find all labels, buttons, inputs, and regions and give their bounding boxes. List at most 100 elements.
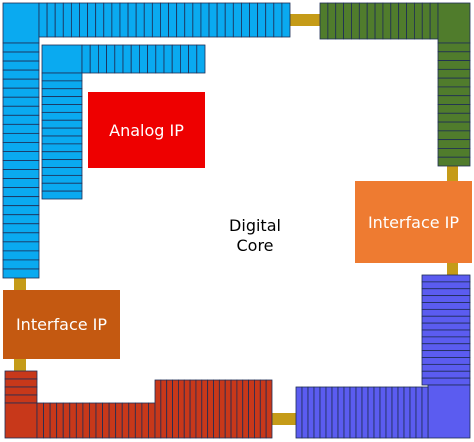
interface-ip-left-block (3, 290, 120, 359)
io-cell (358, 2, 368, 40)
green-io-segment (319, 2, 471, 167)
io-cell (437, 121, 471, 132)
io-cell (111, 2, 121, 38)
io-cell (41, 104, 83, 113)
io-cell (2, 51, 40, 62)
io-cell (56, 402, 64, 439)
io-cell (2, 196, 40, 207)
io-cell (201, 379, 209, 439)
io-cell (106, 44, 116, 74)
io-cell (95, 2, 105, 38)
io-cell (172, 379, 179, 439)
io-cell (43, 402, 51, 439)
io-cell (2, 105, 40, 116)
io-cell (403, 386, 411, 439)
purple-io-segment (295, 274, 471, 439)
io-cell (409, 386, 417, 439)
io-cell (2, 87, 40, 98)
connector-right-upper (447, 166, 458, 182)
io-cell (163, 44, 173, 74)
io-cell (213, 379, 220, 439)
io-cell (4, 386, 38, 396)
io-cell (208, 2, 218, 38)
digital-core-line1: Digital (229, 216, 281, 235)
io-cell (154, 379, 162, 439)
io-cell (331, 386, 339, 439)
io-cell (307, 386, 315, 439)
blue-io-segment (2, 2, 291, 279)
io-cell (257, 2, 267, 38)
io-cell (41, 72, 83, 82)
io-cell (62, 402, 71, 439)
io-cell (160, 2, 169, 38)
io-cell (41, 96, 83, 105)
io-cell (183, 379, 191, 439)
io-corner-cell (437, 2, 471, 44)
io-cell (437, 104, 471, 114)
io-cell (195, 379, 203, 439)
io-cell (143, 2, 153, 38)
io-cell (184, 2, 194, 38)
io-cell (2, 232, 40, 243)
io-cell (2, 69, 40, 80)
red-io-segment (4, 370, 273, 439)
interface-ip-left: Interface IP (3, 290, 120, 359)
io-cell (301, 386, 309, 439)
io-cell (192, 2, 202, 38)
io-cell (160, 379, 168, 439)
io-corner-cell (41, 44, 83, 74)
io-cell (177, 379, 185, 439)
io-cell (2, 123, 40, 134)
io-cell (200, 2, 210, 38)
io-cell (2, 160, 40, 170)
io-cell (46, 2, 56, 38)
io-cell (373, 386, 381, 439)
io-cell (148, 402, 156, 439)
io-cell (41, 174, 83, 184)
io-cell (343, 386, 351, 439)
io-cell (295, 386, 303, 439)
io-cell (108, 402, 117, 439)
io-cell (2, 241, 40, 252)
io-cell (41, 88, 83, 98)
io-cell (319, 2, 329, 40)
digital-core-line2: Core (236, 236, 274, 255)
io-cell (2, 178, 40, 189)
io-cell (115, 402, 123, 439)
io-cell (151, 2, 161, 38)
connector-top (290, 14, 320, 26)
io-cell (382, 2, 392, 40)
io-cell (224, 379, 232, 439)
io-cell (41, 127, 83, 137)
interface-ip-left-label: Interface IP (15, 315, 108, 334)
io-cell (379, 386, 387, 439)
io-cell (41, 182, 83, 192)
io-cell (216, 2, 226, 38)
io-cell (135, 2, 145, 38)
io-cell (254, 379, 261, 439)
io-cell (98, 44, 108, 74)
io-cell (2, 96, 40, 107)
io-corner-cell (2, 2, 40, 44)
io-cell (130, 44, 140, 74)
io-corner-cell (4, 402, 38, 439)
io-cell (390, 2, 400, 40)
io-cell (102, 402, 110, 439)
io-cell (2, 78, 40, 89)
io-cell (218, 379, 226, 439)
io-cell (79, 2, 88, 38)
io-cell (421, 377, 471, 386)
io-cell (343, 2, 352, 40)
interface-ip-right: Interface IP (355, 181, 472, 263)
io-cell (188, 44, 198, 74)
io-cell (421, 386, 429, 439)
io-cell (224, 2, 234, 38)
io-cell (138, 44, 148, 74)
io-cell (366, 2, 376, 40)
io-cell (325, 386, 333, 439)
io-cell (437, 42, 471, 53)
io-cell (421, 295, 471, 303)
io-cell (437, 68, 471, 79)
analog-ip-label: Analog IP (109, 120, 184, 140)
